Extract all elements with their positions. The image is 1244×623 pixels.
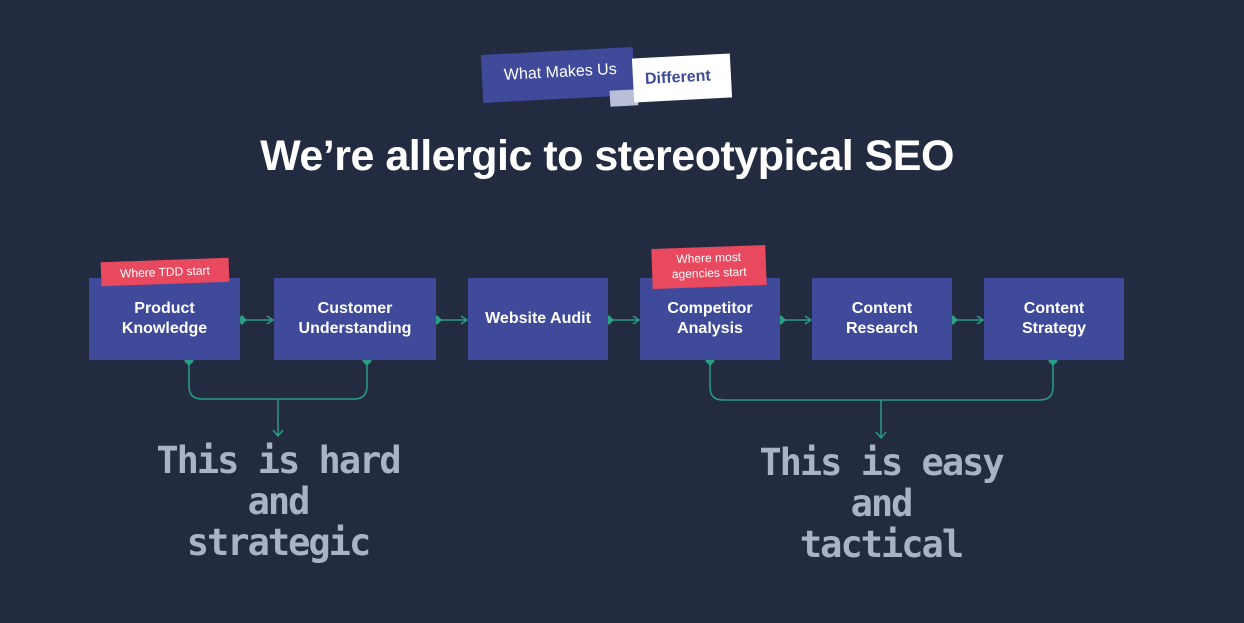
tag-agencies-start: Where most agencies start (651, 245, 767, 289)
caption-strategic-line2: strategic (186, 521, 371, 564)
page-title: We’re allergic to stereotypical SEO (260, 132, 954, 180)
strategic-bracket (188, 361, 368, 400)
section-badge-highlight: Different (631, 53, 733, 103)
tag-tdd-start-label: Where TDD start (119, 263, 211, 281)
step-label: Content Research (845, 300, 919, 337)
section-badge-label: What Makes Us (503, 60, 618, 84)
tag-agencies-start-label: Where most agencies start (671, 249, 747, 282)
caption-tactical-line1: This is easy and (759, 441, 1004, 525)
tactical-bracket (709, 361, 1054, 401)
arrow-4-5-head (804, 315, 813, 325)
arrow-5-6-head (976, 315, 985, 325)
tactical-arrow-head (875, 431, 887, 440)
step-content-research: Content Research (812, 278, 952, 360)
step-label: Website Audit (485, 310, 591, 327)
section-badge-highlight-label: Different (644, 67, 712, 88)
caption-tactical: This is easy and tactical (731, 442, 1031, 565)
arrow-1-2-head (266, 315, 275, 325)
caption-strategic-line1: This is hard and (156, 439, 401, 523)
arrow-3-4-head (632, 315, 641, 325)
step-competitor-analysis: Competitor Analysis (640, 278, 780, 360)
step-label: Competitor Analysis (667, 300, 753, 337)
strategic-arrow-head (272, 429, 284, 438)
step-content-strategy: Content Strategy (984, 278, 1124, 360)
caption-tactical-line2: tactical (799, 523, 964, 566)
step-product-knowledge: Product Knowledge (89, 278, 240, 360)
tag-tdd-start: Where TDD start (100, 257, 230, 287)
step-label: Customer Understanding (298, 300, 412, 337)
step-website-audit: Website Audit (468, 278, 608, 360)
arrow-2-3-head (460, 315, 469, 325)
caption-strategic: This is hard and strategic (128, 440, 428, 563)
step-customer-understanding: Customer Understanding (274, 278, 436, 360)
step-label: Product Knowledge (121, 300, 208, 337)
step-label: Content Strategy (1021, 300, 1087, 337)
